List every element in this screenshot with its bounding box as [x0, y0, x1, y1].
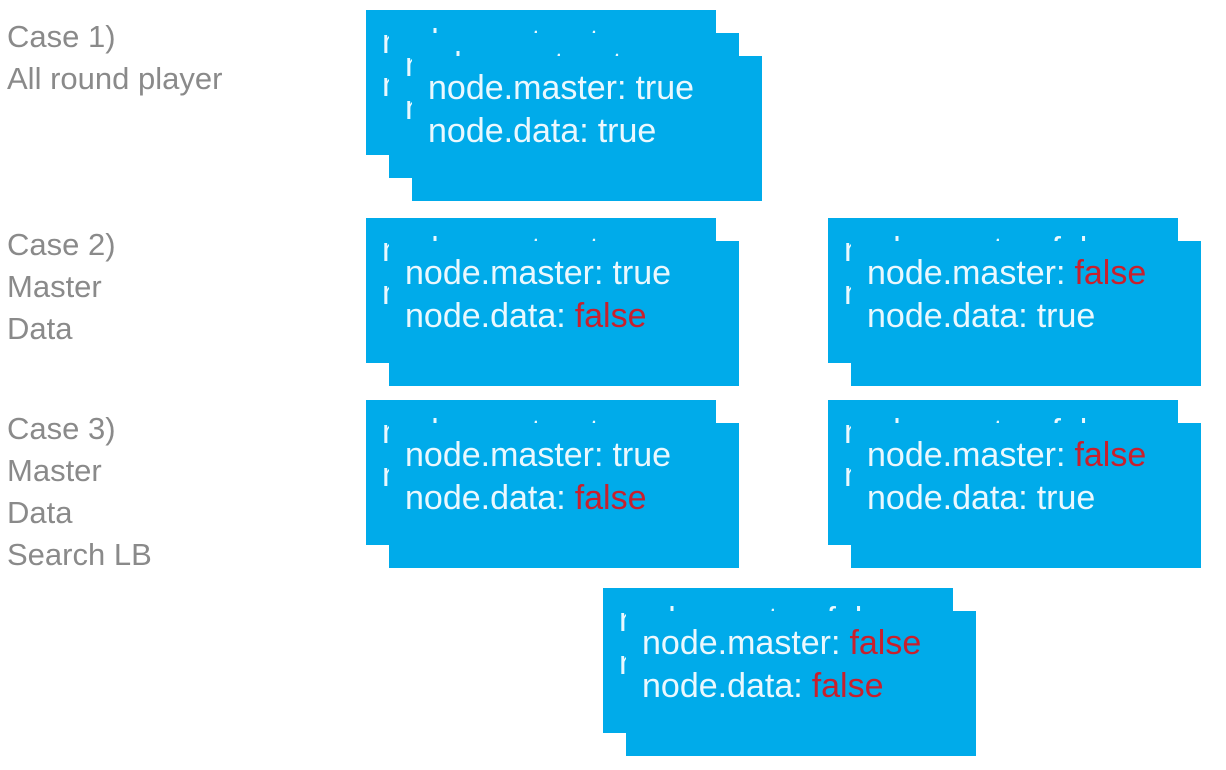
config-value: true	[612, 436, 672, 474]
config-line: node.data:false	[405, 477, 739, 520]
config-key: node.data:	[867, 297, 1028, 335]
case-label-line: Data	[7, 311, 73, 346]
config-line: node.data:false	[405, 295, 739, 338]
config-value: false	[811, 667, 884, 705]
config-line: node.master:true	[405, 434, 739, 477]
case-label-line: All round player	[7, 61, 223, 96]
config-line: node.data:true	[867, 295, 1201, 338]
config-key: node.data:	[405, 297, 566, 335]
case-label-line: Master	[7, 453, 102, 488]
config-value: false	[849, 624, 922, 662]
config-value: true	[635, 69, 695, 107]
config-line: node.data:false	[642, 665, 976, 708]
config-line: node.master:true	[428, 67, 762, 110]
config-key: node.master:	[867, 254, 1066, 292]
case-label-line: Case 3)	[7, 411, 116, 446]
config-value: false	[1074, 254, 1147, 292]
config-key: node.data:	[642, 667, 803, 705]
config-key: node.data:	[867, 479, 1028, 517]
config-value: false	[1074, 436, 1147, 474]
config-line: node.master:false	[642, 622, 976, 665]
config-line: node.master:false	[867, 252, 1201, 295]
case-label-case-1: Case 1) All round player	[7, 16, 222, 100]
case-label-line: Case 1)	[7, 19, 116, 54]
config-value: true	[597, 112, 657, 150]
config-key: node.master:	[405, 254, 604, 292]
config-key: node.data:	[428, 112, 589, 150]
config-line: node.data:true	[428, 110, 762, 153]
case-label-line: Master	[7, 269, 102, 304]
config-value: false	[574, 479, 647, 517]
case-label-line: Data	[7, 495, 73, 530]
config-line: node.data:true	[867, 477, 1201, 520]
case-label-line: Search LB	[7, 537, 152, 572]
config-line: node.master:false	[867, 434, 1201, 477]
config-value: true	[1036, 479, 1096, 517]
config-value: true	[1036, 297, 1096, 335]
config-key: node.master:	[642, 624, 841, 662]
config-key: node.master:	[428, 69, 627, 107]
config-value: false	[574, 297, 647, 335]
config-line: node.master:true	[405, 252, 739, 295]
config-key: node.data:	[405, 479, 566, 517]
config-value: true	[612, 254, 672, 292]
case-label-line: Case 2)	[7, 227, 116, 262]
config-key: node.master:	[867, 436, 1066, 474]
config-key: node.master:	[405, 436, 604, 474]
